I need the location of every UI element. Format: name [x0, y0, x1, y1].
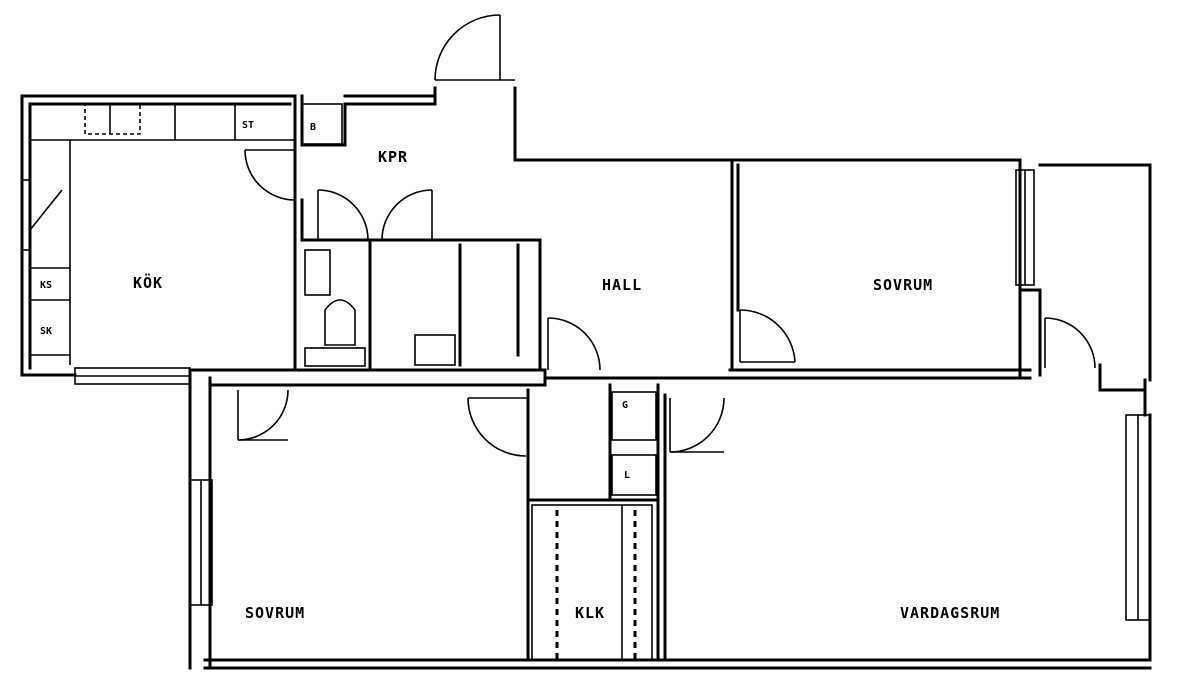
closets: [531, 504, 653, 661]
kitchen-fixtures: [29, 103, 343, 365]
room-label-sovrum-upper: SOVRUM: [873, 276, 933, 294]
fixture-label-sk: SK: [40, 326, 52, 337]
fixture-label-l: L: [624, 470, 630, 481]
fixture-label-g: G: [622, 400, 628, 411]
interior-walls: [188, 143, 1147, 662]
fixture-label-st: ST: [242, 120, 254, 131]
room-label-kok: KÖK: [133, 273, 163, 292]
fixture-labels: ST B KS SK G L: [40, 120, 630, 481]
fixture-label-ks: KS: [40, 280, 52, 291]
bathroom-fixtures: [304, 249, 657, 496]
doors: [237, 14, 1096, 457]
windows: [21, 169, 1151, 621]
room-label-klk: KLK: [575, 604, 605, 622]
room-label-kpr: KPR: [378, 148, 408, 166]
room-label-sovrum-lower: SOVRUM: [245, 604, 305, 622]
room-labels: KÖK KPR HALL SOVRUM SOVRUM KLK VARDAGSRU…: [133, 148, 1000, 622]
fixture-label-b: B: [310, 122, 316, 133]
room-label-vardagsrum: VARDAGSRUM: [900, 604, 1000, 622]
room-label-hall: HALL: [602, 276, 642, 294]
